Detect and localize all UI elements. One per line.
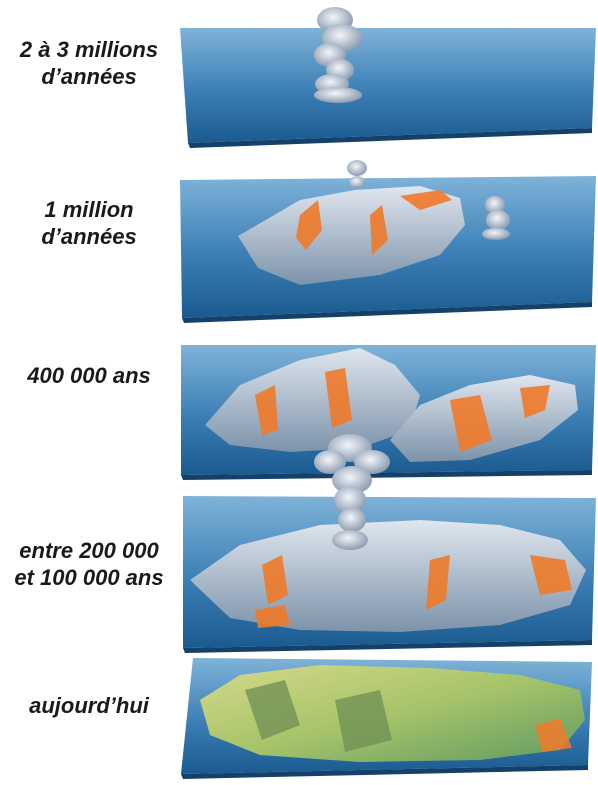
stage-1-ocean-panel [180, 28, 596, 143]
stage-1-scene [180, 7, 596, 148]
stage-5-scene [181, 658, 592, 779]
stage-2-summit-plume [347, 160, 367, 188]
stage-2-scene [180, 160, 596, 323]
